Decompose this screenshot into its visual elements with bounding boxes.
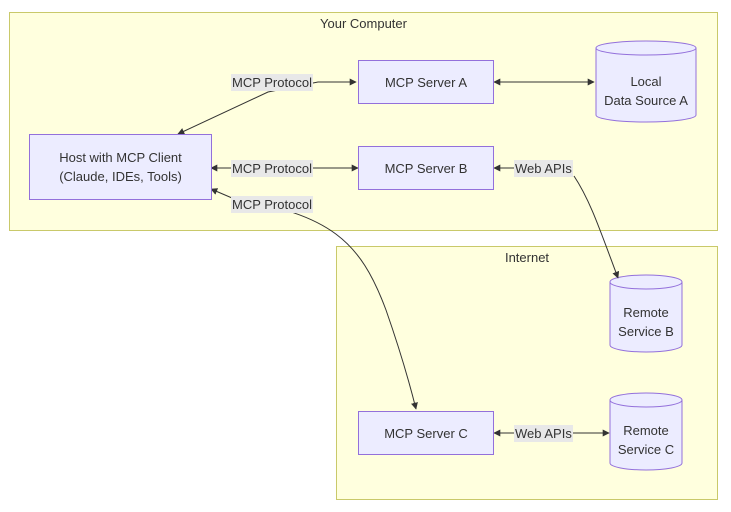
remote-service-b-label: Remote Service B <box>610 303 682 341</box>
node-host-mcp-client: Host with MCP Client (Claude, IDEs, Tool… <box>29 134 212 200</box>
local-source-line-2: Data Source A <box>604 93 688 108</box>
node-mcp-server-b: MCP Server B <box>358 146 494 190</box>
remote-c-line-1: Remote <box>623 423 669 438</box>
server-a-label: MCP Server A <box>384 74 468 90</box>
server-b-label: MCP Server B <box>384 160 468 176</box>
edge-label-b-to-remote-b: Web APIs <box>514 160 573 177</box>
node-mcp-server-a: MCP Server A <box>358 60 494 104</box>
cylinder-remote-service-c <box>609 392 683 471</box>
edge-host-to-server-c <box>210 188 418 410</box>
host-label-line-2: (Claude, IDEs, Tools) <box>59 169 182 184</box>
edge-server-b-to-remote-b <box>494 168 618 278</box>
node-mcp-server-c: MCP Server C <box>358 411 494 455</box>
remote-service-c-label: Remote Service C <box>610 421 682 459</box>
server-c-label: MCP Server C <box>384 425 468 441</box>
remote-c-line-2: Service C <box>617 442 675 457</box>
cylinder-remote-service-b <box>609 274 683 353</box>
edge-label-host-to-b: MCP Protocol <box>231 160 313 177</box>
remote-b-line-2: Service B <box>618 324 674 339</box>
edge-label-host-to-c: MCP Protocol <box>231 196 313 213</box>
cylinder-local-data-source-a <box>595 40 697 123</box>
local-source-line-1: Local <box>630 74 662 89</box>
edge-label-host-to-a: MCP Protocol <box>231 74 313 91</box>
local-data-source-a-label: Local Data Source A <box>596 72 696 110</box>
remote-b-line-1: Remote <box>623 305 669 320</box>
edge-label-c-to-remote-c: Web APIs <box>514 425 573 442</box>
cluster-title-your-computer: Your Computer <box>320 16 407 31</box>
host-label-line-1: Host with MCP Client <box>59 150 182 165</box>
